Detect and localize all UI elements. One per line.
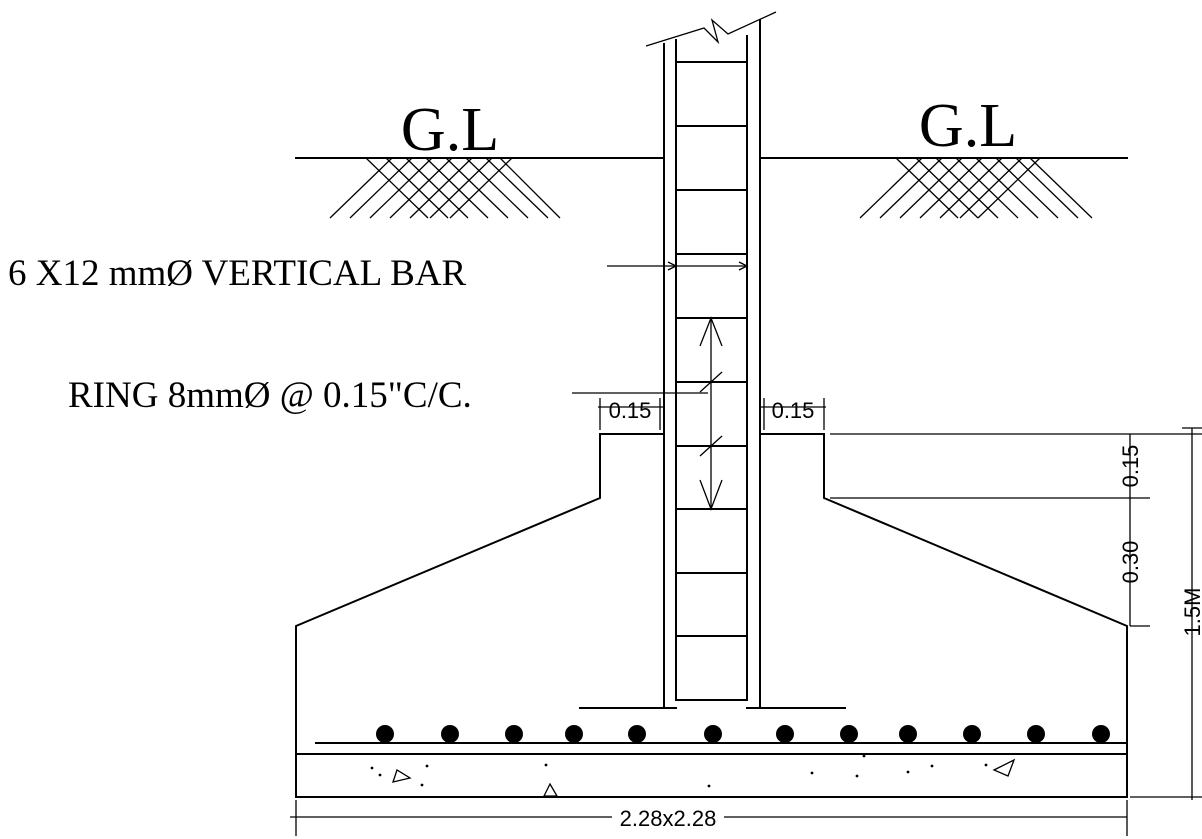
soil-hatch-left bbox=[329, 157, 561, 219]
pedestal-height-label: 0.15 bbox=[1118, 445, 1143, 488]
ground-level-label-right: G.L bbox=[919, 92, 1017, 160]
total-depth-label: 1.5M bbox=[1180, 588, 1202, 637]
footing-size-label: 2.28x2.28 bbox=[620, 806, 717, 831]
ring-spacing-arrow-bottom bbox=[699, 479, 723, 511]
bottom-distribution-bars bbox=[376, 725, 1110, 743]
vertical-bar-label: 6 X12 mmØ VERTICAL BAR bbox=[8, 253, 467, 294]
ring-spacing-arrow-top bbox=[699, 316, 723, 347]
ring-spacing-tick-1 bbox=[699, 371, 723, 393]
footing-size-label-bg bbox=[612, 806, 724, 830]
footing-outline-left bbox=[295, 433, 665, 798]
offset-left-label: 0.15 bbox=[609, 398, 652, 423]
ring-spacing-tick-2 bbox=[699, 435, 723, 457]
ring-label: RING 8mmØ @ 0.15"C/C. bbox=[68, 375, 472, 416]
soil-hatch-right bbox=[859, 157, 1093, 219]
footing-outline-right bbox=[759, 433, 1128, 798]
slope-height-label: 0.30 bbox=[1118, 541, 1143, 584]
column-break-line bbox=[645, 11, 777, 47]
pcc-aggregate-marks bbox=[370, 754, 1016, 797]
vertical-bar-leader-arrow-2 bbox=[738, 261, 749, 271]
vertical-bar-leader-arrow-1 bbox=[667, 261, 678, 271]
ground-level-label-left: G.L bbox=[401, 96, 499, 164]
offset-right-label: 0.15 bbox=[772, 398, 815, 423]
